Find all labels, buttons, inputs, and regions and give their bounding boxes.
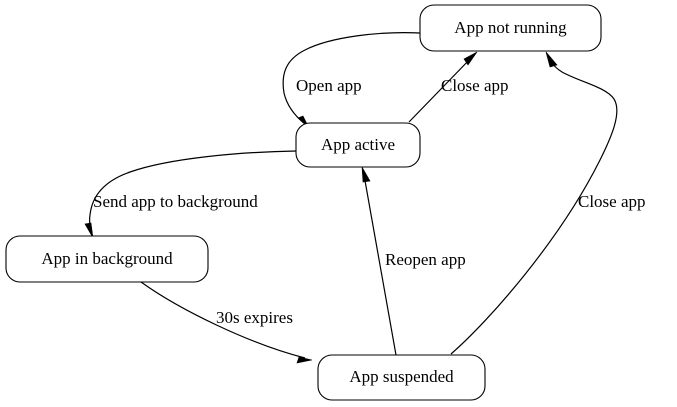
edge-30s-expires: 30s expires: [140, 281, 313, 364]
edge-close-app-suspended-label: Close app: [578, 192, 646, 211]
edge-send-to-background-label: Send app to background: [93, 192, 258, 211]
edge-30s-expires-path: [140, 281, 306, 359]
edge-send-to-background-arrowhead: [84, 222, 94, 239]
edge-close-app-active-label: Close app: [441, 76, 509, 95]
node-app-suspended-label: App suspended: [349, 367, 454, 386]
edge-close-app-suspended-path: [450, 59, 618, 355]
edge-reopen-app: Reopen app: [361, 166, 466, 356]
edge-30s-expires-arrowhead: [296, 356, 313, 364]
edge-close-app-suspended-arrowhead: [545, 51, 558, 68]
node-app-active[interactable]: App active: [295, 122, 421, 168]
edge-reopen-app-label: Reopen app: [385, 250, 466, 269]
node-app-not-running-shape[interactable]: [419, 4, 602, 52]
edge-open-app: Open app: [282, 32, 421, 129]
node-app-active-shape[interactable]: [295, 122, 421, 168]
node-app-suspended[interactable]: App suspended: [317, 354, 486, 401]
node-app-not-running-label: App not running: [454, 18, 567, 37]
edge-send-to-background: Send app to background: [84, 150, 297, 239]
edge-30s-expires-label: 30s expires: [216, 308, 293, 327]
edge-close-app-suspended: Close app: [450, 51, 646, 355]
edge-reopen-app-arrowhead: [361, 166, 371, 183]
node-app-in-background-shape[interactable]: [5, 235, 209, 283]
node-app-in-background[interactable]: App in background: [5, 235, 209, 283]
node-app-in-background-label: App in background: [41, 249, 173, 268]
node-app-active-label: App active: [321, 135, 395, 154]
edge-open-app-label: Open app: [296, 76, 362, 95]
edge-close-app-active: Close app: [408, 51, 509, 123]
edge-send-to-background-path: [88, 150, 297, 233]
node-app-suspended-shape[interactable]: [317, 354, 486, 401]
node-app-not-running[interactable]: App not running: [419, 4, 602, 52]
edge-open-app-path: [282, 32, 421, 125]
edge-close-app-active-arrowhead: [463, 51, 478, 66]
edge-reopen-app-path: [363, 174, 397, 356]
edge-close-app-active-path: [408, 56, 473, 123]
